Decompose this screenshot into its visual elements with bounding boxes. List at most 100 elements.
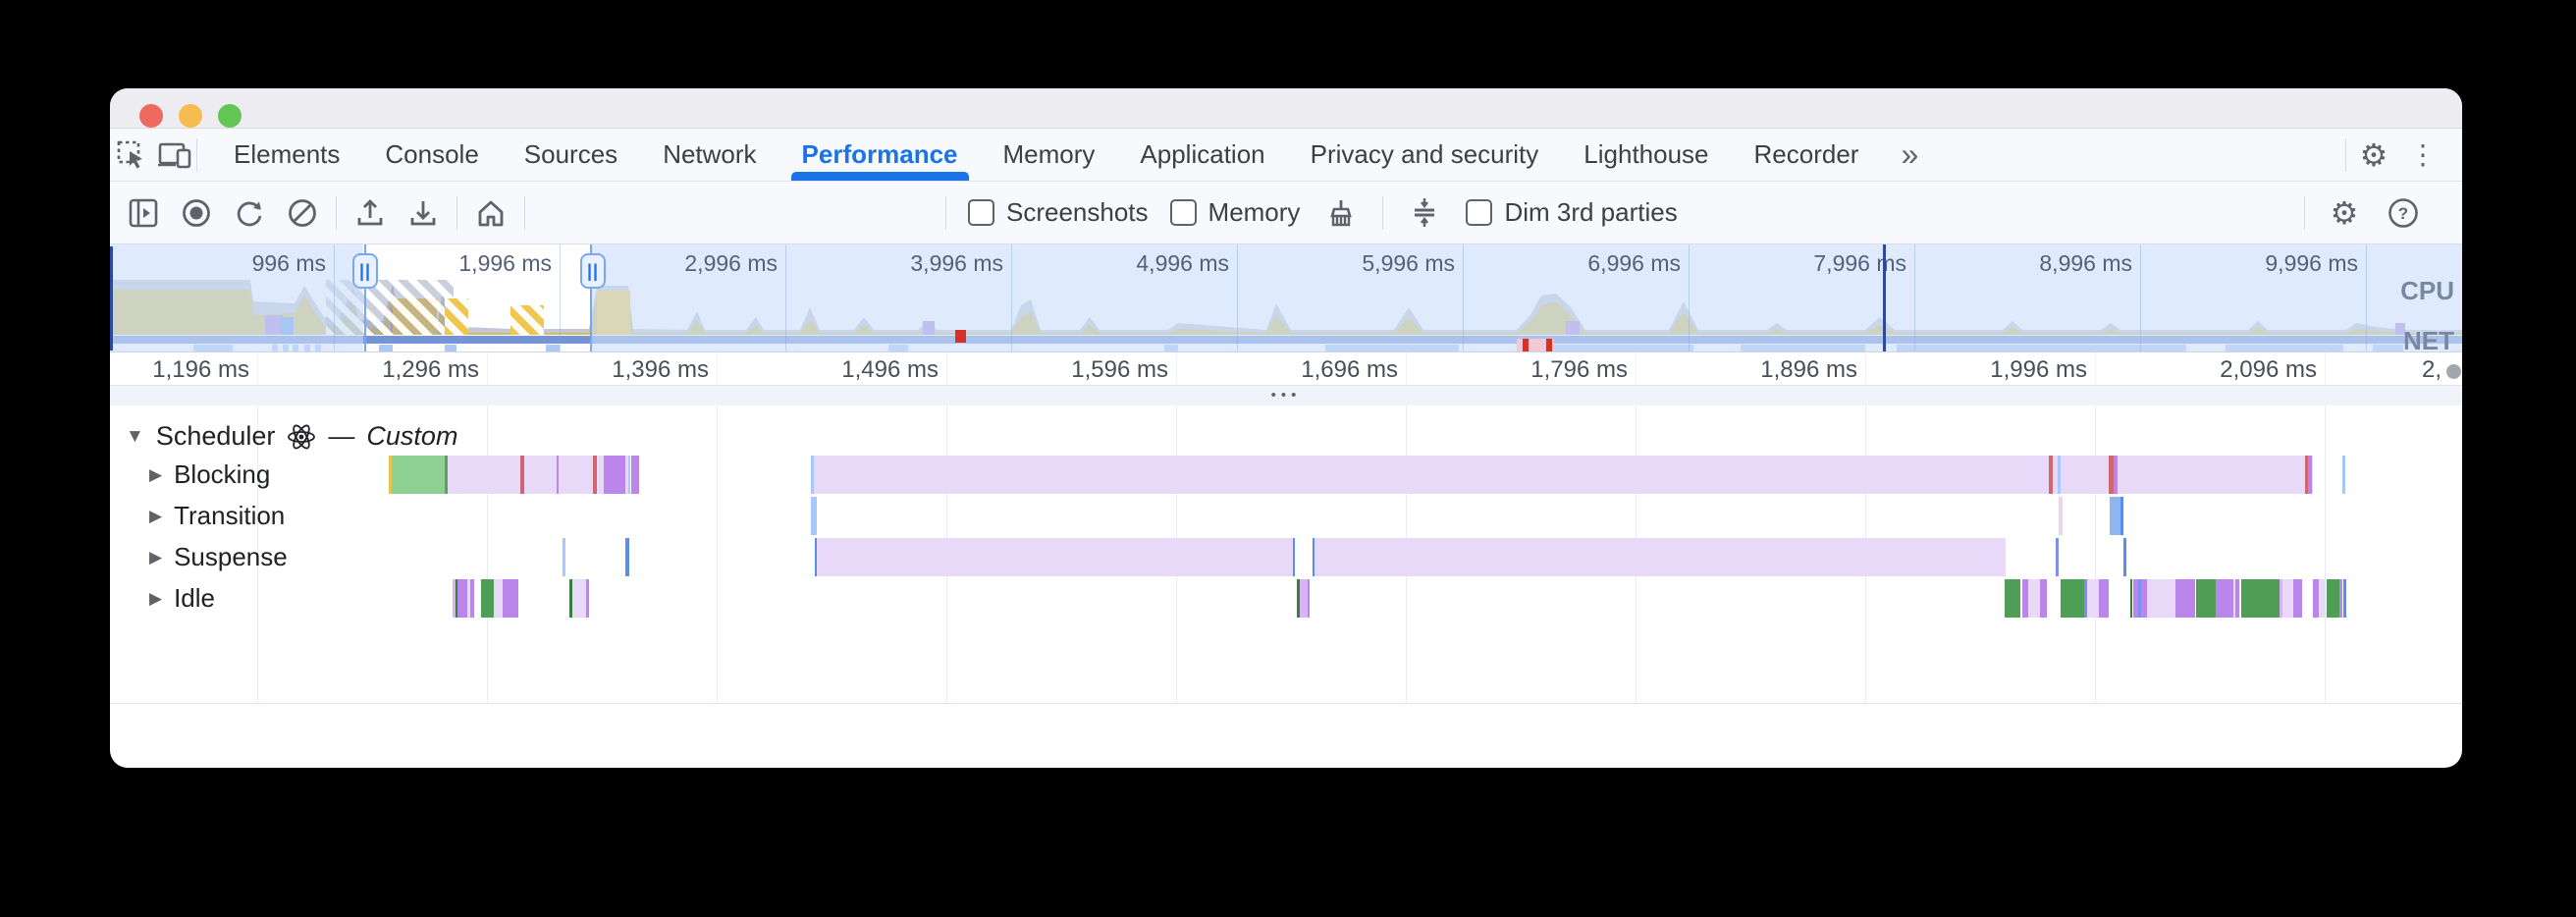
- timeline-event-segment[interactable]: [503, 579, 518, 618]
- row-label-suspense[interactable]: ▶Suspense: [149, 542, 288, 572]
- settings-gear-icon[interactable]: ⚙: [2359, 136, 2388, 173]
- timeline-event-segment[interactable]: [2022, 579, 2028, 618]
- timeline-event-segment[interactable]: [1293, 538, 1295, 576]
- timeline-event-segment[interactable]: [2120, 497, 2123, 535]
- timeline-event-segment[interactable]: [2280, 579, 2282, 618]
- timeline-event-segment[interactable]: [2056, 538, 2059, 576]
- timeline-event-segment[interactable]: [597, 456, 604, 494]
- timeline-event-segment[interactable]: [2099, 579, 2109, 618]
- timeline-event-segment[interactable]: [1313, 538, 1315, 576]
- flame-chart-area[interactable]: ▼ Scheduler — Custom ▶Blocking▶Transitio…: [110, 405, 2462, 704]
- help-icon[interactable]: ?: [2384, 193, 2423, 233]
- garbage-collect-icon[interactable]: [1321, 193, 1361, 233]
- home-icon[interactable]: [471, 193, 510, 233]
- collapse-tracks-icon[interactable]: [1405, 193, 1444, 233]
- timeline-event-segment[interactable]: [2156, 579, 2175, 618]
- panel-resize-divider[interactable]: •••: [110, 385, 2462, 406]
- timeline-event-segment[interactable]: [2123, 538, 2126, 576]
- timeline-event-segment[interactable]: [456, 579, 457, 618]
- timeline-event-segment[interactable]: [470, 579, 474, 618]
- upload-profile-icon[interactable]: [350, 193, 390, 233]
- timeline-event-segment[interactable]: [2141, 579, 2147, 618]
- close-window-button[interactable]: [139, 104, 163, 128]
- timeline-event-segment[interactable]: [520, 456, 524, 494]
- timeline-event-segment[interactable]: [2308, 456, 2312, 494]
- timeline-event-segment[interactable]: [481, 579, 494, 618]
- timeline-event-segment[interactable]: [815, 538, 817, 576]
- timeline-event-segment[interactable]: [2342, 456, 2345, 494]
- scheduler-track-header[interactable]: ▼ Scheduler — Custom: [126, 421, 457, 452]
- timeline-event-segment[interactable]: [625, 538, 629, 576]
- timeline-event-segment[interactable]: [811, 456, 814, 494]
- timeline-event-segment[interactable]: [1308, 579, 1310, 618]
- timeline-event-segment[interactable]: [2130, 579, 2132, 618]
- device-toolbar-icon[interactable]: [153, 134, 196, 177]
- timeline-event-segment[interactable]: [1300, 579, 1310, 618]
- timeline-event-segment[interactable]: [569, 579, 572, 618]
- expand-triangle-icon[interactable]: ▶: [149, 506, 163, 525]
- screenshots-toggle[interactable]: Screenshots: [968, 197, 1149, 228]
- timeline-event-segment[interactable]: [457, 579, 467, 618]
- timeline-event-segment[interactable]: [467, 579, 470, 618]
- timeline-event-segment[interactable]: [2058, 456, 2061, 494]
- timeline-event-segment[interactable]: [1297, 579, 1300, 618]
- timeline-event-segment[interactable]: [811, 497, 817, 535]
- tab-console[interactable]: Console: [385, 139, 479, 169]
- screenshots-checkbox[interactable]: [968, 199, 994, 226]
- timeline-event-segment[interactable]: [2282, 579, 2293, 618]
- timeline-event-segment[interactable]: [2175, 579, 2195, 618]
- timeline-event-segment[interactable]: [557, 456, 559, 494]
- selection-right-handle[interactable]: ||: [580, 253, 606, 289]
- timeline-event-segment[interactable]: [814, 456, 2313, 494]
- timeline-event-segment[interactable]: [389, 456, 392, 494]
- timeline-event-segment[interactable]: [2059, 497, 2063, 535]
- row-label-blocking[interactable]: ▶Blocking: [149, 459, 270, 490]
- timeline-event-segment[interactable]: [572, 579, 586, 618]
- timeline-event-segment[interactable]: [2233, 579, 2235, 618]
- tab-privacy-and-security[interactable]: Privacy and security: [1310, 139, 1539, 169]
- dim-3rd-parties-toggle[interactable]: Dim 3rd parties: [1466, 197, 1678, 228]
- kebab-menu-icon[interactable]: ⋮: [2409, 139, 2437, 170]
- tab-network[interactable]: Network: [663, 139, 757, 169]
- timeline-event-segment[interactable]: [2133, 579, 2138, 618]
- timeline-event-segment[interactable]: [2138, 579, 2141, 618]
- timeline-event-segment[interactable]: [2049, 456, 2053, 494]
- maximize-window-button[interactable]: [218, 104, 242, 128]
- timeline-event-segment[interactable]: [2339, 579, 2342, 618]
- reload-and-record-button[interactable]: [230, 193, 269, 233]
- tab-recorder[interactable]: Recorder: [1753, 139, 1859, 169]
- toggle-sidebar-icon[interactable]: [124, 193, 163, 233]
- dim-3rd-parties-checkbox[interactable]: [1466, 199, 1493, 226]
- tab-performance[interactable]: Performance: [779, 129, 981, 181]
- selection-left-handle[interactable]: ||: [352, 253, 378, 289]
- inspect-element-icon[interactable]: [110, 134, 153, 177]
- memory-checkbox[interactable]: [1169, 199, 1197, 226]
- timeline-event-segment[interactable]: [2305, 456, 2308, 494]
- timeline-event-segment[interactable]: [604, 456, 625, 494]
- timeline-event-segment[interactable]: [2040, 579, 2047, 618]
- timeline-event-segment[interactable]: [2147, 579, 2156, 618]
- record-button[interactable]: [177, 193, 216, 233]
- timeline-event-segment[interactable]: [2005, 579, 2020, 618]
- timeline-event-segment[interactable]: [1315, 538, 2006, 576]
- timeline-event-segment[interactable]: [2293, 579, 2302, 618]
- overview-playhead[interactable]: [1883, 244, 1886, 351]
- tab-memory[interactable]: Memory: [1002, 139, 1096, 169]
- timeline-event-segment[interactable]: [2196, 579, 2216, 618]
- expand-triangle-icon[interactable]: ▶: [149, 588, 163, 608]
- timeline-event-segment[interactable]: [453, 579, 456, 618]
- timeline-event-segment[interactable]: [563, 538, 565, 576]
- capture-settings-gear-icon[interactable]: ⚙: [2330, 194, 2359, 231]
- timeline-event-segment[interactable]: [2241, 579, 2280, 618]
- timeline-event-segment[interactable]: [628, 456, 630, 494]
- timeline-event-segment[interactable]: [2235, 579, 2239, 618]
- timeline-event-segment[interactable]: [2327, 579, 2339, 618]
- collapse-triangle-icon[interactable]: ▼: [126, 425, 144, 447]
- row-label-idle[interactable]: ▶Idle: [149, 583, 215, 614]
- minimize-window-button[interactable]: [179, 104, 202, 128]
- timeline-event-segment[interactable]: [2028, 579, 2040, 618]
- more-tabs-icon[interactable]: »: [1901, 136, 1918, 172]
- timeline-event-segment[interactable]: [2319, 579, 2326, 618]
- tab-sources[interactable]: Sources: [523, 139, 618, 169]
